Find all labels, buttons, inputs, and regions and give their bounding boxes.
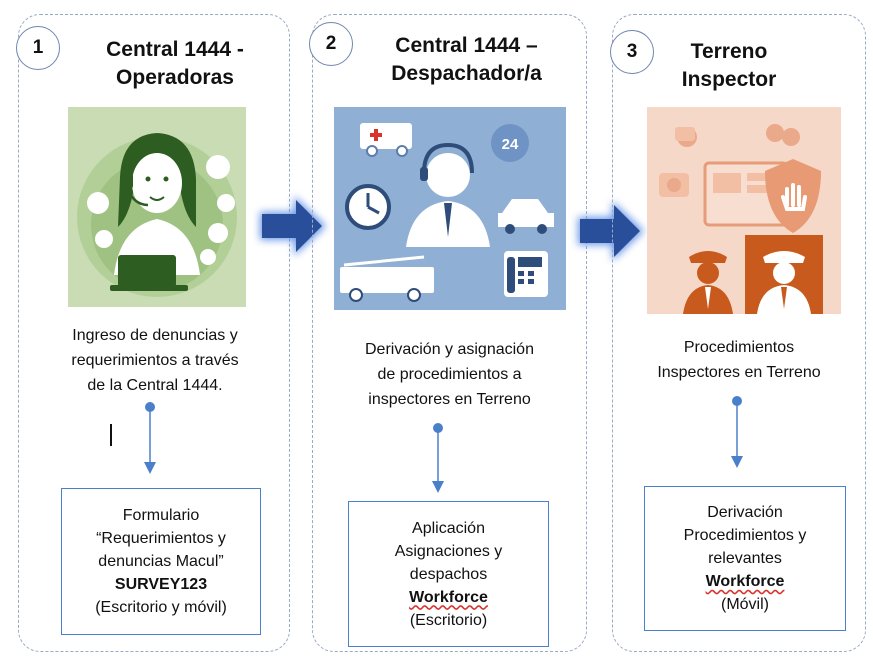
step-2-box-app: Workforce <box>409 588 488 606</box>
step-2-box-line-2: Asignaciones y <box>394 542 503 560</box>
step-2-panel <box>312 14 587 652</box>
clock-badge-number: 24 <box>502 136 519 153</box>
taxi-icon <box>498 199 554 234</box>
inspector-icon <box>673 235 743 314</box>
step-2-title: Central 1444 – Despachador/a <box>391 34 542 85</box>
step-3-title: Terreno Inspector <box>681 40 777 91</box>
ambulance-icon <box>360 123 412 157</box>
dispatcher-icon: 24 <box>334 107 566 310</box>
step-3-panel <box>612 14 866 652</box>
step-3-box-line-3: relevantes <box>708 550 782 567</box>
step-3-number: 3 <box>610 30 654 74</box>
inspector-icon <box>745 235 823 314</box>
headset-operator-icon <box>68 107 246 307</box>
step-1-box-platform: (Escritorio y móvil) <box>95 599 227 616</box>
step-1-box: Formulario “Requerimientos y denuncias M… <box>61 488 261 635</box>
step-3-box-line-2: Procedimientos y <box>683 527 807 544</box>
step-2-box-line-3: despachos <box>409 565 488 583</box>
step-2-connector <box>432 423 444 493</box>
desk-phone-icon <box>504 251 548 297</box>
step-3-box: Derivación Procedimientos y relevantes W… <box>644 486 846 631</box>
step-3-box-line-1: Derivación <box>707 504 783 521</box>
step-1-title: Central 1444 - Operadoras <box>106 38 244 89</box>
fire-truck-icon <box>340 255 434 302</box>
step-1-number: 1 <box>16 26 60 70</box>
shield-hand-icon <box>647 107 841 314</box>
step-3-box-app: Workforce <box>705 573 785 590</box>
step-1-box-line-1: Formulario <box>122 507 200 524</box>
step-2-box-line-1: Aplicación <box>412 519 485 537</box>
step-2-box: Aplicación Asignaciones y despachos Work… <box>348 501 549 647</box>
right-arrow-icon <box>260 196 326 256</box>
step-1-panel <box>18 14 290 652</box>
step-2-description: Derivación y asignación de procedimiento… <box>365 341 534 408</box>
step-1-box-app: SURVEY123 <box>114 576 208 593</box>
step-1-box-line-3: denuncias Macul” <box>98 553 224 570</box>
clock-icon <box>345 184 391 230</box>
right-arrow-icon <box>578 201 644 261</box>
step-1-box-line-2: “Requerimientos y <box>96 530 226 547</box>
step-2-number: 2 <box>309 22 353 66</box>
step-3-box-platform: (Móvil) <box>721 596 769 613</box>
text-cursor <box>110 424 112 446</box>
step-2-box-platform: (Escritorio) <box>409 611 488 629</box>
24h-phone-icon: 24 <box>491 124 529 162</box>
step-1-description: Ingreso de denuncias y requerimientos a … <box>71 327 239 394</box>
step-3-description: Procedimientos Inspectores en Terreno <box>657 339 821 381</box>
step-1-connector <box>144 402 156 474</box>
step-3-connector <box>731 396 743 468</box>
